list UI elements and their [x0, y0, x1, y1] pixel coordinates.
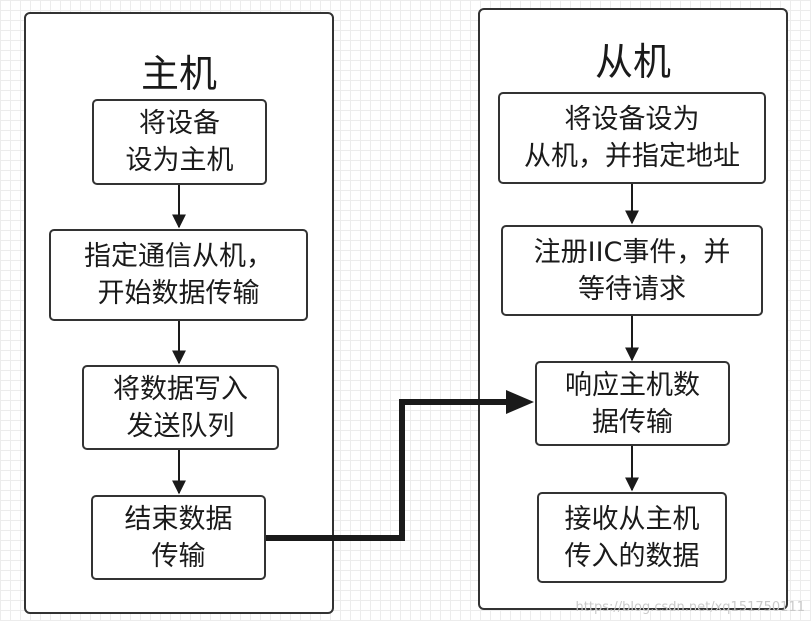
slave-step-1-line2: 从机，并指定地址 [524, 141, 740, 172]
cross-connector-arrowhead [506, 390, 534, 414]
slave-step-respond: 响应主机数 据传输 [535, 361, 730, 446]
master-step-write-queue: 将数据写入 发送队列 [82, 365, 279, 450]
slave-step-2-line2: 等待请求 [578, 273, 686, 305]
master-step-set-master: 将设备 设为主机 [92, 99, 267, 185]
slave-step-1-line1: 将设备设为 [564, 104, 700, 135]
master-step-3-line1: 将数据写入 [113, 373, 248, 405]
master-step-1-line1: 将设备 [139, 108, 220, 139]
slave-step-register-event: 注册IIC事件，并 等待请求 [501, 225, 763, 316]
slave-step-3-line1: 响应主机数 [565, 369, 700, 401]
master-step-start-transfer: 指定通信从机， 开始数据传输 [49, 229, 308, 321]
slave-step-4-line2: 传入的数据 [564, 540, 700, 572]
master-title: 主机 [140, 52, 217, 96]
watermark-text: https://blog.csdn.net/xq151750111 [575, 600, 805, 615]
slave-title: 从机 [594, 40, 671, 84]
master-step-4-line1: 结束数据 [124, 503, 233, 535]
slave-step-receive-data: 接收从主机 传入的数据 [537, 492, 727, 583]
cross-connector [266, 399, 510, 541]
slave-step-4-line1: 接收从主机 [564, 503, 700, 535]
master-step-1-line2: 设为主机 [125, 145, 234, 176]
slave-step-2-line1: 注册IIC事件，并 [533, 236, 731, 268]
master-step-2-line1: 指定通信从机， [84, 241, 273, 272]
master-step-3-line2: 发送队列 [126, 410, 235, 442]
slave-step-3-line2: 据传输 [592, 406, 673, 438]
slave-step-set-slave: 将设备设为 从机，并指定地址 [498, 92, 766, 184]
master-step-4-line2: 传输 [151, 540, 206, 572]
master-step-2-line2: 开始数据传输 [97, 278, 260, 309]
master-step-end-transfer: 结束数据 传输 [91, 495, 266, 580]
